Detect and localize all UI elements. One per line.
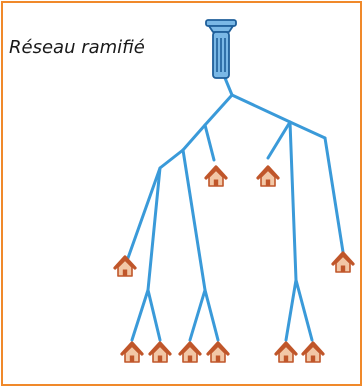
water-tower-icon xyxy=(205,19,237,79)
pipe-to-house-a xyxy=(203,123,216,162)
pipe-right-trunk xyxy=(230,93,327,140)
diagram-title: Réseau ramifié xyxy=(9,37,145,58)
house-icon xyxy=(148,341,172,364)
pipe-to-house-b xyxy=(266,120,292,160)
house-icon xyxy=(120,341,144,364)
house-icon xyxy=(204,165,228,188)
pipe-main xyxy=(223,76,234,97)
pipe-fork-2 xyxy=(188,288,220,342)
pipe-fork-3 xyxy=(284,278,314,342)
house-icon xyxy=(331,251,355,274)
pipe-left-b xyxy=(181,148,207,292)
house-icon xyxy=(206,341,230,364)
pipe-to-house-left xyxy=(126,166,162,260)
house-icon xyxy=(274,341,298,364)
pipe-left-trunk xyxy=(181,93,234,152)
pipe-left-a xyxy=(146,148,185,292)
pipe-right-mid xyxy=(288,120,298,282)
pipe-fork-1 xyxy=(130,288,162,342)
house-icon xyxy=(113,255,137,278)
pipe-right-far xyxy=(323,136,345,254)
house-icon xyxy=(256,165,280,188)
house-icon xyxy=(178,341,202,364)
house-icon xyxy=(301,341,325,364)
pipe-network xyxy=(126,76,345,342)
